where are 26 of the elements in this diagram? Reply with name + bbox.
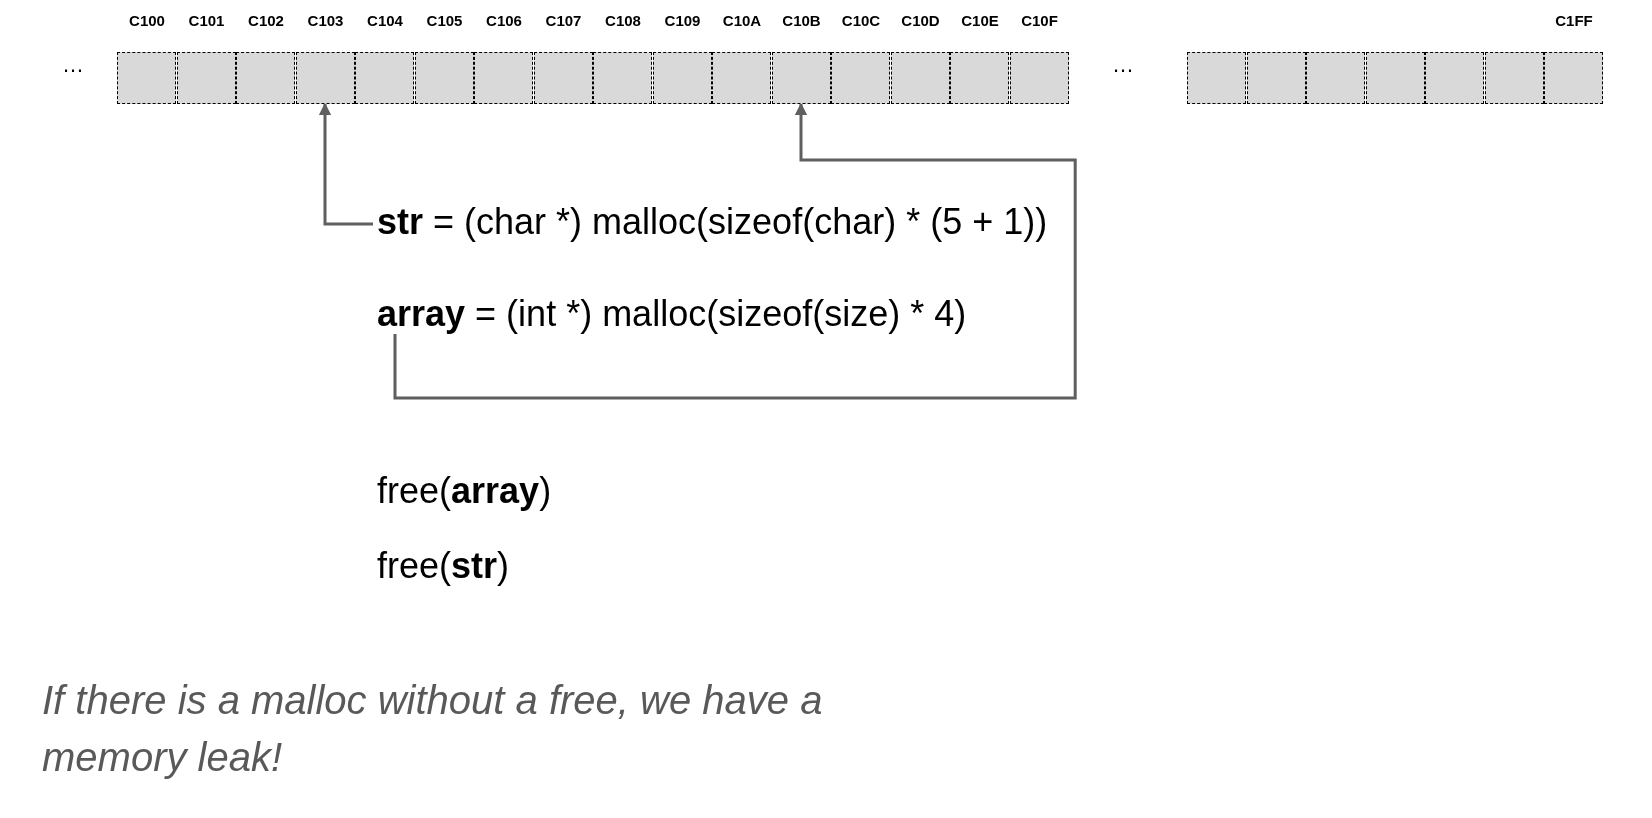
address-label: C106 — [485, 12, 523, 30]
arrow — [393, 102, 1077, 400]
code-line: free(str) — [377, 545, 510, 587]
address-label: C1FF — [1554, 12, 1594, 30]
address-label: C10F — [1020, 12, 1059, 30]
address-label: C10E — [960, 12, 1000, 30]
address-label: C10A — [721, 12, 763, 30]
address-label: C105 — [425, 12, 464, 30]
address-label: C102 — [247, 12, 285, 30]
address-label: C10C — [840, 12, 882, 30]
address-label: C10B — [781, 12, 822, 30]
address-label: C10D — [900, 12, 941, 30]
code-line: free(array) — [377, 470, 552, 512]
ellipsis: … — [1112, 52, 1134, 78]
address-label: C103 — [306, 12, 345, 30]
address-label: C101 — [187, 12, 226, 30]
address-label: C107 — [544, 12, 583, 30]
address-label: C109 — [663, 12, 702, 30]
caption: If there is a malloc without a free, we have a memory leak! — [42, 677, 824, 781]
arrow — [318, 102, 373, 226]
code-line: str = (char *) malloc(sizeof(char) * (5 + 1)) — [377, 200, 1048, 244]
address-label: C104 — [366, 12, 404, 30]
ellipsis: … — [62, 52, 84, 78]
address-label: C100 — [128, 12, 166, 30]
code-line: array = (int *) malloc(sizeof(size) * 4) — [377, 292, 967, 336]
address-label: C108 — [604, 12, 642, 30]
